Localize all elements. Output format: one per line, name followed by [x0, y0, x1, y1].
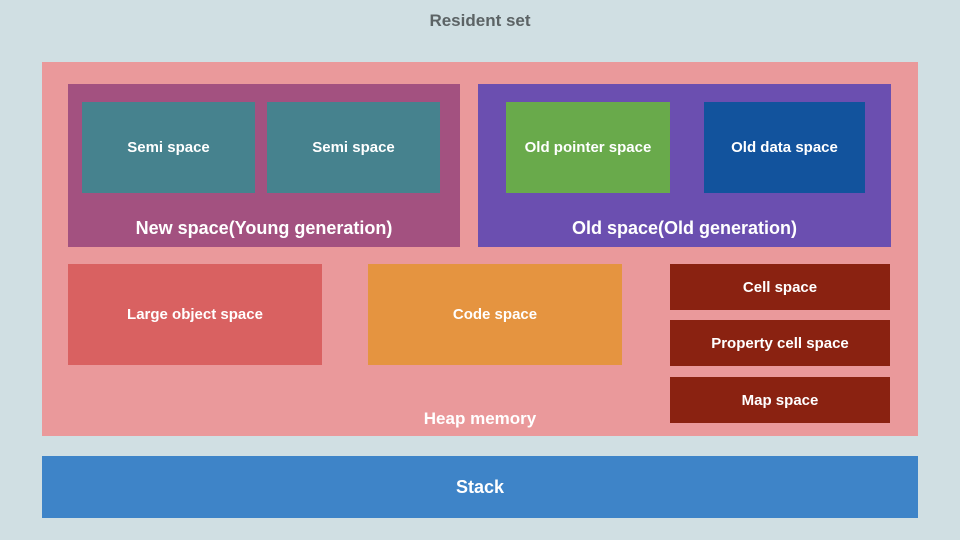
- old-pointer-space-label: Old pointer space: [524, 139, 652, 156]
- semi-space-label-2: Semi space: [312, 139, 395, 156]
- old-space-label: Old space(Old generation): [571, 218, 798, 238]
- property-cell-space-label: Property cell space: [711, 334, 849, 352]
- stack-label: Stack: [455, 476, 505, 497]
- old-space-box: Old pointer space Old data space Old spa…: [478, 84, 891, 247]
- map-space-box: Map space: [670, 377, 890, 423]
- old-data-space-label: Old data space: [731, 139, 838, 156]
- stack-box: Stack: [42, 456, 918, 518]
- large-object-space-box: Large object space: [68, 264, 322, 365]
- heap-memory-label: Heap memory: [423, 409, 537, 428]
- code-space-label: Code space: [452, 306, 538, 323]
- map-space-label: Map space: [741, 391, 819, 409]
- new-space-label: New space(Young generation): [135, 218, 393, 238]
- old-data-space-box: Old data space: [704, 102, 865, 193]
- code-space-box: Code space: [368, 264, 622, 365]
- semi-space-label-1: Semi space: [127, 139, 210, 156]
- new-space-box: Semi space Semi space New space(Young ge…: [68, 84, 460, 247]
- large-object-space-label: Large object space: [127, 306, 263, 323]
- cell-space-label: Cell space: [742, 278, 818, 296]
- resident-set-title: Resident set: [429, 11, 531, 30]
- semi-space-box-1: Semi space: [82, 102, 255, 193]
- heap-memory-container: Semi space Semi space New space(Young ge…: [42, 62, 918, 436]
- semi-space-box-2: Semi space: [267, 102, 440, 193]
- property-cell-space-box: Property cell space: [670, 320, 890, 366]
- cell-space-box: Cell space: [670, 264, 890, 310]
- old-pointer-space-box: Old pointer space: [506, 102, 670, 193]
